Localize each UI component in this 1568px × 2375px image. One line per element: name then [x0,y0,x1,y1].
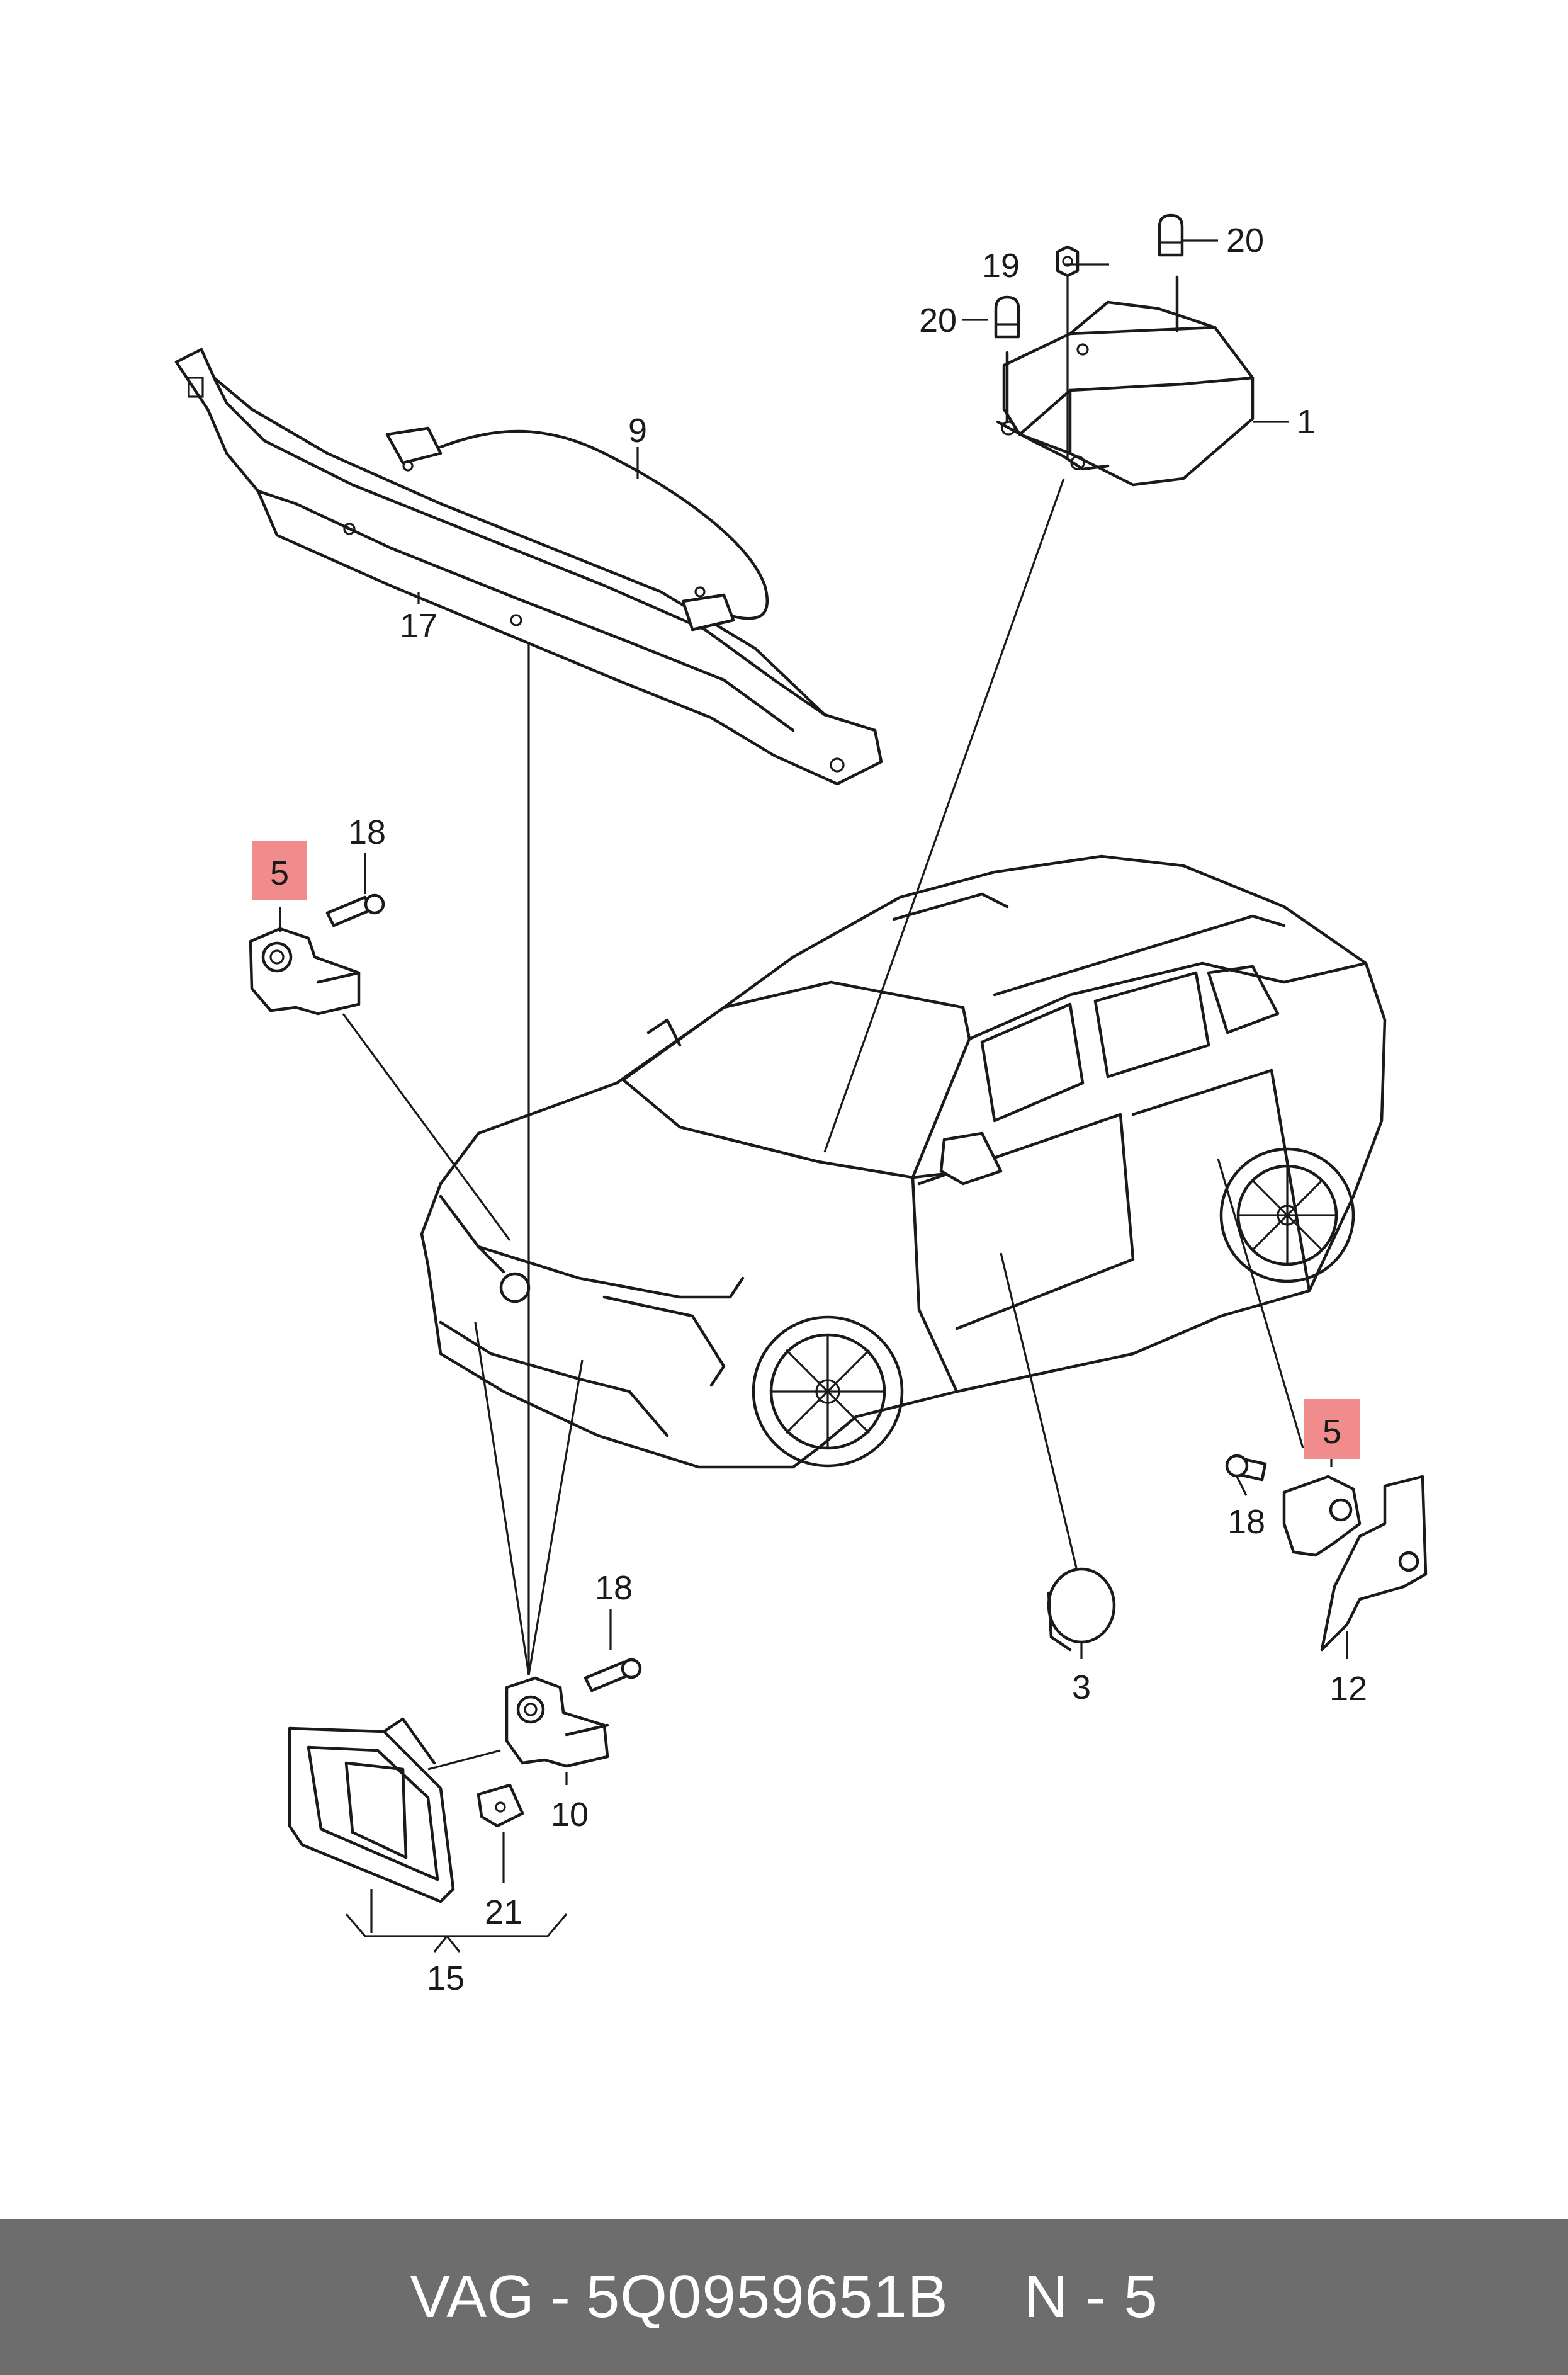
leader-lines [279,239,1348,1953]
separator: - [550,2263,571,2330]
crash-sensor-part-5-right [1225,1454,1362,1557]
bracket-part-15 [288,1717,455,1903]
nut-part-19 [1056,245,1080,460]
callout-18-left: 18 [348,813,386,851]
callout-5-right: 5 [1323,1413,1341,1451]
callout-15: 15 [427,1959,465,1997]
callout-highlight-5-left [252,841,307,900]
wiring-harness-part-9 [385,426,769,632]
cap-part-3 [1047,1567,1116,1652]
callout-1: 1 [1297,403,1316,441]
callout-labels: 1 3 5 5 9 10 12 15 17 18 18 18 19 20 20 … [270,222,1367,1997]
callout-10: 10 [551,1796,589,1834]
part-number-footer: VAG - 5Q0959651B N - 5 [0,2219,1568,2375]
bracket-part-12 [1320,1475,1428,1652]
callout-highlight-5-right [1304,1399,1360,1459]
stud-nut-part-20-top [1158,213,1184,257]
callout-12: 12 [1329,1670,1367,1708]
position-label: N - 5 [1024,2263,1158,2330]
control-unit-part-1 [996,275,1255,487]
clip-part-21 [477,1783,524,1828]
vehicle-outline [420,854,1387,1469]
callout-17: 17 [400,607,437,645]
part-number: 5Q0959651B [585,2263,949,2330]
callout-20-left: 20 [919,302,957,339]
callout-21: 21 [485,1893,522,1931]
crossmember-part-17 [174,348,883,786]
callout-3: 3 [1072,1669,1091,1706]
brand-label: VAG [410,2263,535,2330]
callout-18-bottom: 18 [595,1569,633,1607]
callout-5-left: 5 [270,854,289,892]
callout-20-top: 20 [1226,222,1264,259]
callout-9: 9 [628,412,647,450]
callout-18-right: 18 [1227,1503,1265,1541]
parts-diagram: 1 3 5 5 9 10 12 15 17 18 18 18 19 20 20 … [174,213,1428,1997]
callout-19: 19 [982,247,1020,285]
crash-sensor-part-5-left [249,893,385,1016]
crash-sensor-part-10 [505,1658,642,1768]
stud-nut-part-20-left [994,295,1020,339]
